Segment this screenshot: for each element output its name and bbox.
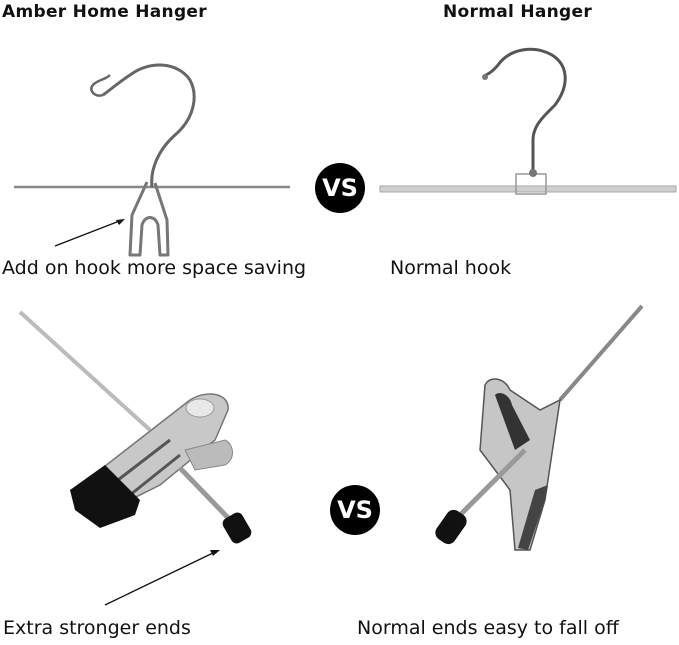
- bottom-left-caption: Extra stronger ends: [3, 617, 191, 639]
- normal-hook-illustration: [379, 47, 677, 195]
- normal-clip-illustration: [435, 304, 644, 551]
- amber-hook-illustration: [14, 63, 290, 257]
- vs-badge-top: VS: [315, 163, 365, 213]
- right-title: Normal Hanger: [443, 2, 593, 22]
- top-left-caption: Add on hook more space saving: [2, 257, 307, 279]
- left-title: Amber Home Hanger: [2, 2, 207, 22]
- vs-badge-bottom: VS: [330, 485, 380, 535]
- top-right-caption: Normal hook: [390, 257, 512, 279]
- bottom-right-caption: Normal ends easy to fall off: [357, 617, 619, 639]
- amber-clip-illustration: [18, 310, 252, 606]
